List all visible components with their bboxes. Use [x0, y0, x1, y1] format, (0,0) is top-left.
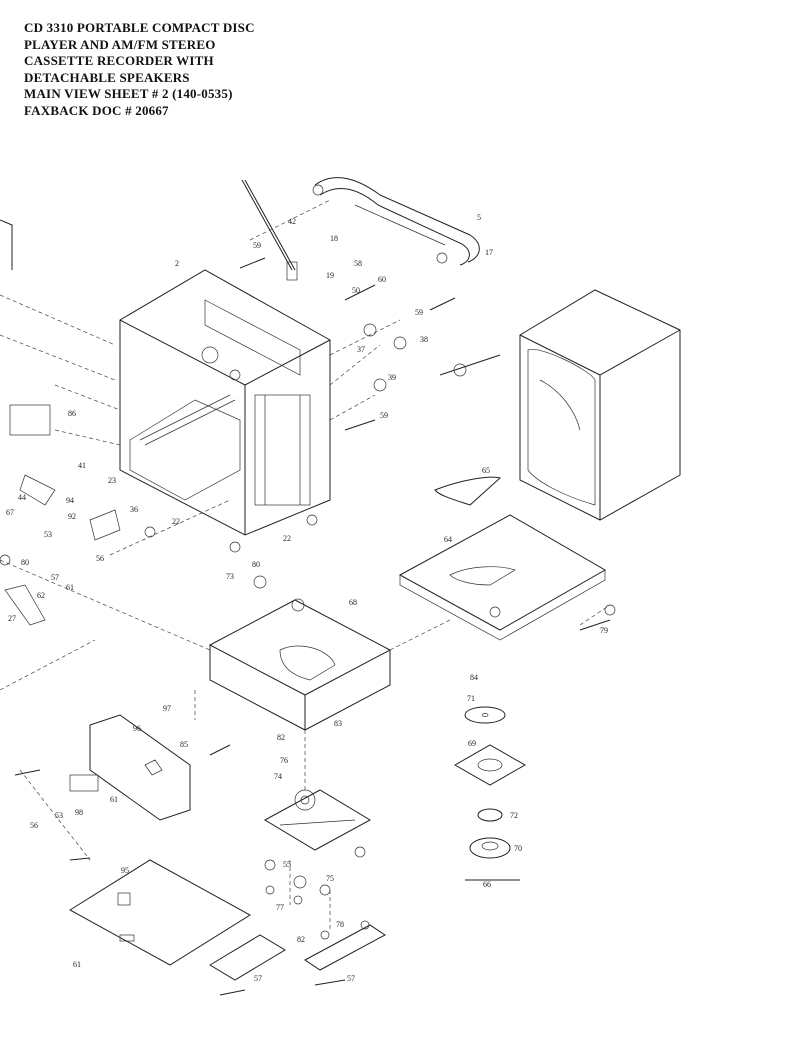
- part-label: 56: [30, 821, 38, 830]
- part-label: 5: [477, 213, 481, 222]
- speaker-box: [519, 289, 681, 521]
- carry-handle: [312, 177, 480, 266]
- part-label: 79: [600, 626, 608, 635]
- part-label: 95: [121, 866, 129, 875]
- part-label: 39: [388, 373, 396, 382]
- bracket-bottom-right: [304, 924, 386, 971]
- part-label: 50: [352, 286, 360, 295]
- part-label: 22: [283, 534, 291, 543]
- part-label: 44: [18, 493, 26, 502]
- part-label: 59: [380, 411, 388, 420]
- part-label: 53: [55, 811, 63, 820]
- part-label: 80: [21, 558, 29, 567]
- part-label: 62: [37, 591, 45, 600]
- part-label: 75: [326, 874, 334, 883]
- part-label: 66: [483, 880, 491, 889]
- part-label: 17: [485, 248, 493, 257]
- part-label: 41: [78, 461, 86, 470]
- part-label: 57: [51, 573, 59, 582]
- part-label: 56: [96, 554, 104, 563]
- part-label: 67: [6, 508, 14, 517]
- part-label: 97: [163, 704, 171, 713]
- part-label: 94: [66, 496, 74, 505]
- pcb-96: [69, 714, 191, 821]
- main-cabinet: [119, 269, 331, 536]
- part-label: 77: [276, 903, 284, 912]
- part-label: 78: [336, 920, 344, 929]
- title-line: MAIN VIEW SHEET # 2 (140-0535): [24, 86, 233, 101]
- part-label: 61: [66, 583, 74, 592]
- part-label: 60: [378, 275, 386, 284]
- part-label: 72: [510, 811, 518, 820]
- part-label: 82: [297, 935, 305, 944]
- part-label: 85: [180, 740, 188, 749]
- antenna: [241, 179, 298, 281]
- part-label: 27: [8, 614, 16, 623]
- part-label: 98: [75, 808, 83, 817]
- title-line: PLAYER AND AM/FM STEREO: [24, 36, 216, 52]
- part-label: 92: [68, 512, 76, 521]
- part-label: 68: [349, 598, 357, 607]
- part-label: 22: [172, 517, 180, 526]
- screws: [14, 257, 611, 996]
- title-line: CASSETTE RECORDER WITH: [24, 53, 214, 68]
- part-label: 23: [108, 476, 116, 485]
- part-label: 36: [130, 505, 138, 514]
- part-label: 53: [44, 530, 52, 539]
- part-label: 18: [330, 234, 338, 243]
- part-label: 42: [288, 217, 296, 226]
- part-label: 69: [468, 739, 476, 748]
- part-labels: 2 5 17 42 59 18 19 58 60 50 59 37 38 39 …: [6, 213, 608, 983]
- part-label: 19: [326, 271, 334, 280]
- title-line: FAXBACK DOC # 20667: [24, 102, 169, 118]
- small-parts: [0, 323, 616, 940]
- part-label: 84: [470, 673, 478, 682]
- left-edge-parts: [0, 219, 121, 626]
- part-label: 82: [277, 733, 285, 742]
- leader-lines: [0, 199, 611, 930]
- part-label: 73: [226, 572, 234, 581]
- bottom-cover: [398, 514, 607, 641]
- part-label: 57: [347, 974, 355, 983]
- part-label: 80: [252, 560, 260, 569]
- title-line: DETACHABLE SPEAKERS: [24, 69, 190, 85]
- part-label: 57: [254, 974, 262, 983]
- part-label: 59: [253, 241, 261, 250]
- pcb-95: [69, 859, 251, 966]
- part-label: 86: [68, 409, 76, 418]
- part-label: 65: [482, 466, 490, 475]
- part-label: 71: [467, 694, 475, 703]
- part-label: 76: [280, 756, 288, 765]
- bracket-bottom-left: [209, 934, 286, 981]
- part-label: 61: [73, 960, 81, 969]
- part-label: 61: [110, 795, 118, 804]
- part-label: 70: [514, 844, 522, 853]
- part-label: 74: [274, 772, 282, 781]
- part-label: 59: [415, 308, 423, 317]
- part-label: 2: [175, 259, 179, 268]
- part-label: 58: [354, 259, 362, 268]
- document-title: CD 3310 PORTABLE COMPACT DISC PLAYER AND…: [24, 20, 255, 119]
- part-label: 83: [334, 719, 342, 728]
- turntable-parts: [453, 706, 527, 859]
- part-label: 37: [357, 345, 365, 354]
- grille-pad: [434, 476, 501, 506]
- part-label: 55: [283, 860, 291, 869]
- part-label: 96: [133, 724, 141, 733]
- laser-pickup: [263, 789, 372, 851]
- title-line: CD 3310 PORTABLE COMPACT DISC: [24, 20, 255, 35]
- part-label: 64: [444, 535, 452, 544]
- cd-chassis: [208, 575, 392, 731]
- part-label: 38: [420, 335, 428, 344]
